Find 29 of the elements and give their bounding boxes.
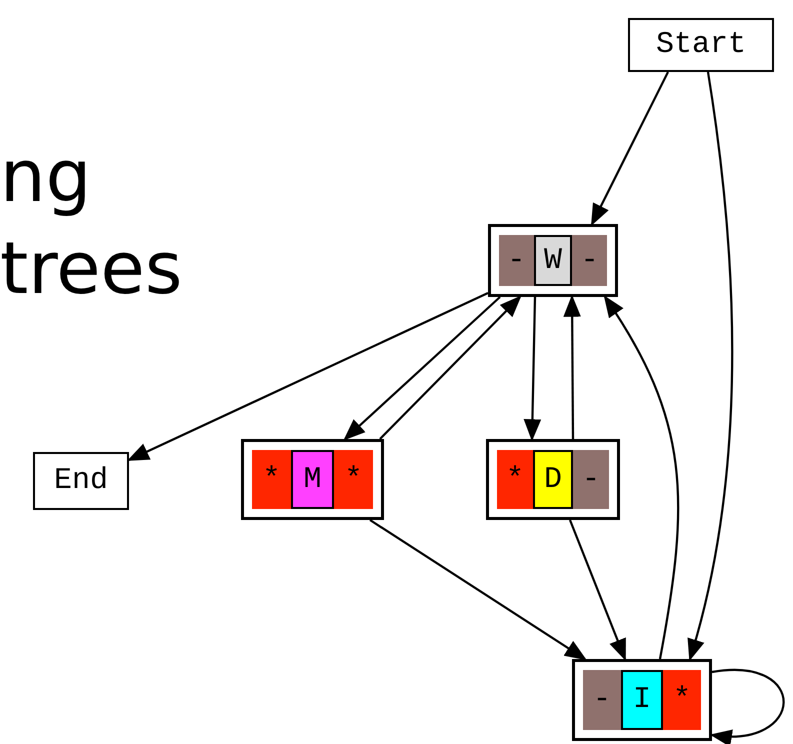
arrow xyxy=(379,295,522,440)
state-box xyxy=(488,224,618,297)
symbol-cell: * xyxy=(663,670,701,730)
symbol-cell: - xyxy=(583,670,621,730)
arrow xyxy=(524,296,542,442)
heading-text: trees xyxy=(0,232,182,304)
symbol-cell: - xyxy=(572,235,608,286)
symbol-cell: * xyxy=(497,450,533,509)
symbol-cell: D xyxy=(533,450,573,509)
symbol-cell: I xyxy=(621,670,663,730)
arrow xyxy=(686,72,734,662)
arrow xyxy=(568,520,626,662)
arrow xyxy=(563,294,581,439)
arrow xyxy=(343,296,501,440)
symbol-cell: W xyxy=(534,235,572,286)
terminal-box: Start xyxy=(628,18,774,72)
state-box xyxy=(572,659,712,741)
arrow xyxy=(127,292,488,461)
terminal-box: End xyxy=(33,452,129,510)
symbol-cell: M xyxy=(291,450,334,509)
symbol-cell: * xyxy=(252,450,291,509)
state-box xyxy=(241,439,384,520)
symbol-cell: * xyxy=(334,450,373,509)
symbol-cell: - xyxy=(573,450,609,509)
state-box xyxy=(486,439,620,520)
arrow xyxy=(369,519,587,660)
arrow xyxy=(591,72,669,226)
symbol-cell: - xyxy=(499,235,534,286)
arrow xyxy=(604,295,680,660)
